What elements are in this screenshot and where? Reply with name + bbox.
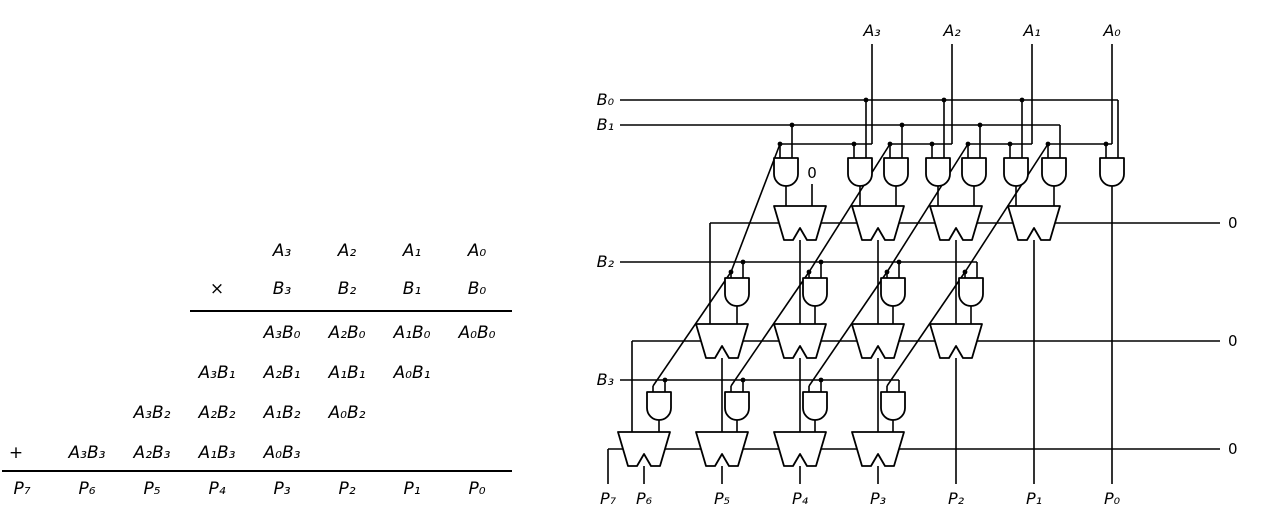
sum-output-wires <box>643 240 1035 484</box>
p-output-label-p5: P₅ <box>714 489 730 508</box>
pp-a0b3: A₀B₃ <box>263 443 301 463</box>
rule-line-top <box>190 310 512 312</box>
product-p2: P₂ <box>338 479 356 499</box>
and-gate-row-b3 <box>646 391 906 421</box>
multiply-sign: × <box>209 279 225 299</box>
and-gate-a1b0 <box>1003 157 1029 187</box>
array-multiplier-circuit: A₃ A₂ A₁ A₀ B₀ B₁ B₂ B₃ 0 0 0 0 P₇ P₆ P₅… <box>597 21 1238 508</box>
and-gate-a3b3 <box>646 391 672 421</box>
and-gate-a0b1 <box>1041 157 1067 187</box>
adder-r1-bit4 <box>773 205 827 241</box>
pp-a1b0: A₁B₀ <box>393 323 431 343</box>
pp-a3b1: A₃B₁ <box>198 363 236 383</box>
adder-r3-bit5 <box>695 431 749 467</box>
adder-row-3 <box>617 431 905 467</box>
b-input-wires <box>620 99 1119 392</box>
pp-a0b2: A₀B₂ <box>328 403 366 423</box>
plus-sign: + <box>8 443 24 463</box>
product-p4: P₄ <box>208 479 226 499</box>
multiplier-b0: B₀ <box>467 279 487 299</box>
p-output-label-p1: P₁ <box>1026 489 1042 508</box>
adder-row-2 <box>695 323 983 359</box>
carry-zero-row2: 0 <box>1228 332 1238 350</box>
and-gate-a3b2 <box>724 277 750 307</box>
multiplicand-a3: A₃ <box>272 241 292 261</box>
multiplicand-a1: A₁ <box>402 241 422 261</box>
pp-a3b3: A₃B₃ <box>68 443 106 463</box>
adder-r1-bit3 <box>851 205 905 241</box>
and-gate-a1b3 <box>802 391 828 421</box>
pp-a2b3: A₂B₃ <box>133 443 171 463</box>
product-p7: P₇ <box>13 479 31 499</box>
adder-r2-bit4 <box>773 323 827 359</box>
and-gate-a2b2 <box>802 277 828 307</box>
a-input-label-a3: A₃ <box>862 21 880 40</box>
zero-constant-top: 0 <box>807 164 817 182</box>
and-gate-row-top <box>773 157 1125 187</box>
a-input-label-a0: A₀ <box>1102 21 1121 40</box>
p-output-label-p6: P₆ <box>636 489 653 508</box>
pp-a2b1: A₂B₁ <box>263 363 301 383</box>
p-output-label-p3: P₃ <box>870 489 886 508</box>
adder-r2-bit2 <box>929 323 983 359</box>
adder-r2-bit5 <box>695 323 749 359</box>
pp-a1b3: A₁B₃ <box>198 443 236 463</box>
and-gate-a3b0 <box>847 157 873 187</box>
diagonal-routing-wires <box>652 143 1049 392</box>
multiplicand-a2: A₂ <box>337 241 357 261</box>
multiplier-b3: B₃ <box>272 279 292 299</box>
pp-a1b2: A₁B₂ <box>263 403 301 423</box>
multiplier-b2: B₂ <box>337 279 357 299</box>
and-gate-a0b3 <box>880 391 906 421</box>
and-gate-a1b2 <box>880 277 906 307</box>
product-p1: P₁ <box>403 479 421 499</box>
gate-output-wires <box>658 184 1113 484</box>
carry-zero-row3: 0 <box>1228 440 1238 458</box>
adder-r3-bit4 <box>773 431 827 467</box>
adder-row-1 <box>773 205 1061 241</box>
pp-a3b0: A₃B₀ <box>263 323 301 343</box>
pp-a2b0: A₂B₀ <box>328 323 366 343</box>
b-input-label-b0: B₀ <box>597 90 615 109</box>
pp-a0b1: A₀B₁ <box>393 363 431 383</box>
adder-r3-bit3 <box>851 431 905 467</box>
and-gate-a0b2 <box>958 277 984 307</box>
junction-dots <box>662 97 1109 383</box>
adder-r2-bit3 <box>851 323 905 359</box>
p-output-label-p2: P₂ <box>948 489 965 508</box>
product-p3: P₃ <box>273 479 291 499</box>
pp-a3b2: A₃B₂ <box>133 403 171 423</box>
and-gate-a2b1 <box>883 157 909 187</box>
carry-zero-row1: 0 <box>1228 214 1238 232</box>
and-gate-row-b2 <box>724 277 984 307</box>
and-gate-a1b1 <box>961 157 987 187</box>
and-gate-a2b3 <box>724 391 750 421</box>
b-input-label-b2: B₂ <box>597 252 615 271</box>
and-gate-a2b0 <box>925 157 951 187</box>
adder-r3-bit6 <box>617 431 671 467</box>
b-input-label-b3: B₃ <box>597 370 614 389</box>
product-p5: P₅ <box>143 479 161 499</box>
and-gate-a0b0 <box>1099 157 1125 187</box>
p-output-label-p7: P₇ <box>600 489 617 508</box>
pp-a1b1: A₁B₁ <box>328 363 366 383</box>
a-input-label-a1: A₁ <box>1022 21 1040 40</box>
a-input-label-a2: A₂ <box>942 21 961 40</box>
p-output-label-p0: P₀ <box>1104 489 1121 508</box>
adder-r1-bit1 <box>1007 205 1061 241</box>
product-p0: P₀ <box>468 479 486 499</box>
p-output-label-p4: P₄ <box>792 489 809 508</box>
pp-a2b2: A₂B₂ <box>198 403 236 423</box>
rule-line-bottom <box>2 470 512 472</box>
product-p6: P₆ <box>78 479 96 499</box>
adder-r1-bit2 <box>929 205 983 241</box>
b-input-label-b1: B₁ <box>597 115 614 134</box>
multiplier-b1: B₁ <box>402 279 422 299</box>
multiplication-layout: A₃ A₂ A₁ A₀ × B₃ B₂ B₁ B₀ A₃B₀ A₂B₀ A₁B₀… <box>0 0 580 516</box>
and-gate-a3b1 <box>773 157 799 187</box>
multiplicand-a0: A₀ <box>467 241 487 261</box>
pp-a0b0: A₀B₀ <box>458 323 496 343</box>
